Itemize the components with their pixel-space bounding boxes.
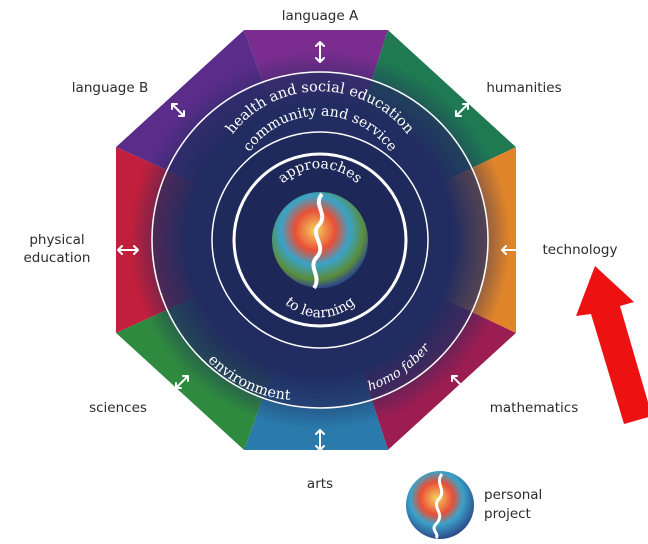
label-technology: technology (543, 242, 618, 258)
label-education: education (24, 250, 91, 266)
label-language-b: language B (72, 80, 148, 96)
personal-project-globe-icon (406, 471, 474, 540)
label-humanities: humanities (486, 80, 561, 96)
globe-icon (272, 192, 368, 290)
red-arrow-icon (576, 266, 648, 424)
legend-personal: personal (484, 487, 542, 503)
legend-project: project (484, 506, 531, 522)
personal-project-legend: personal project (406, 471, 542, 540)
label-physical: physical (29, 232, 84, 248)
label-mathematics: mathematics (490, 400, 579, 416)
double-arrow-icon (117, 41, 523, 451)
label-arts: arts (307, 476, 333, 492)
label-language-a: language A (282, 8, 359, 24)
label-sciences: sciences (89, 400, 147, 416)
